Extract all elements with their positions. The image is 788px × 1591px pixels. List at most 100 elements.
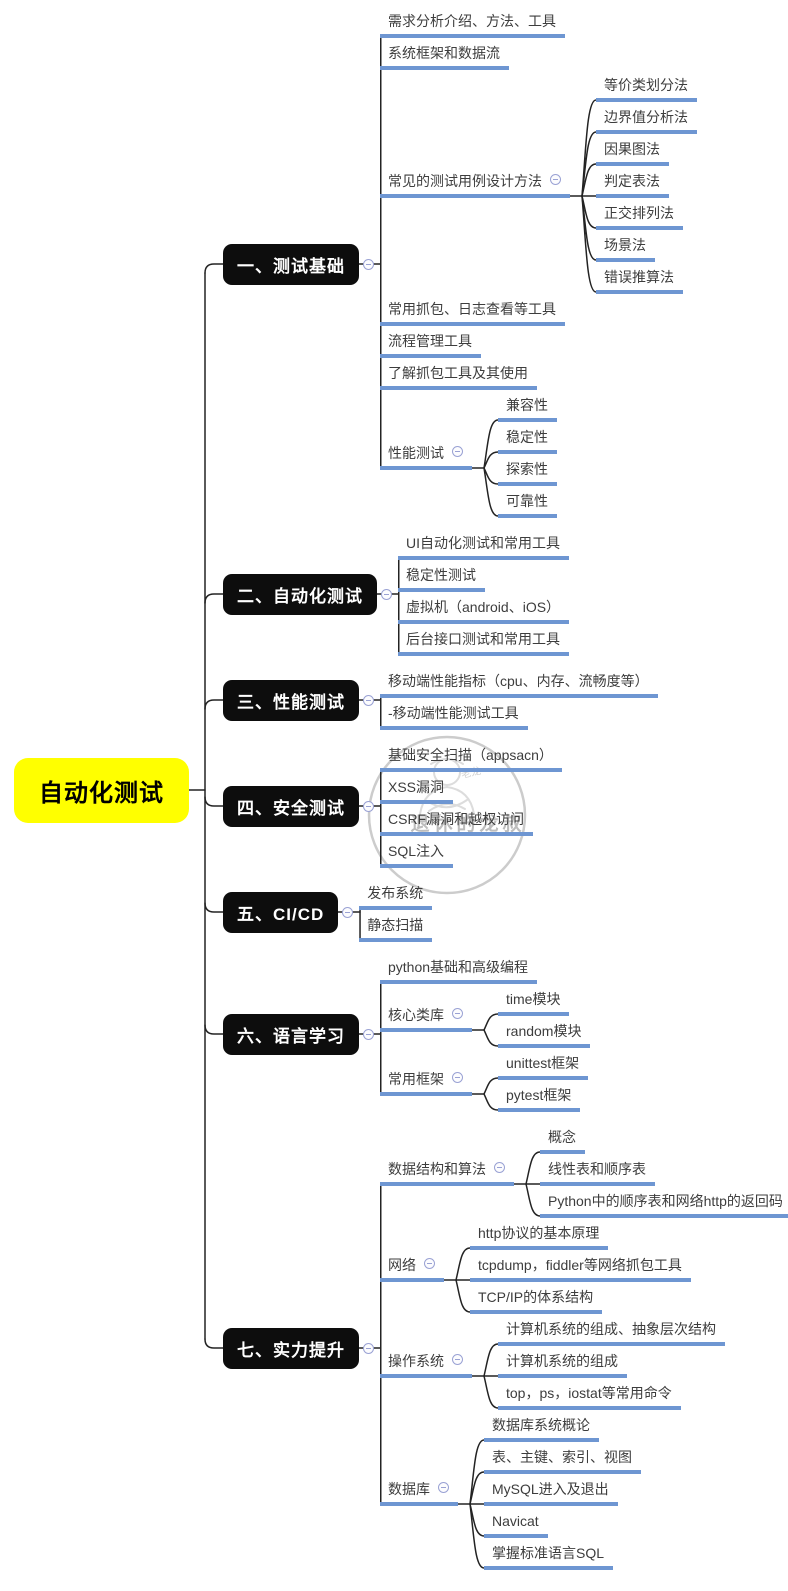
collapse-minus-icon[interactable]	[424, 1258, 435, 1269]
collapse-minus-icon[interactable]	[550, 174, 561, 185]
branch-node-5[interactable]: 五、CI/CD	[223, 891, 339, 933]
topic-node[interactable]: 静态扫描	[359, 914, 433, 942]
subtree-row: TCP/IP的体系结构	[470, 1286, 691, 1314]
topic-node[interactable]: 计算机系统的组成	[498, 1350, 627, 1378]
subtree-row: python基础和高级编程	[380, 956, 590, 984]
subtree-row: 边界值分析法	[596, 106, 697, 134]
topic-node[interactable]: 数据库系统概论	[484, 1414, 599, 1442]
topic-label: 可靠性	[506, 493, 548, 509]
branch-node-3[interactable]: 三、性能测试	[223, 679, 359, 721]
topic-node[interactable]: 可靠性	[498, 490, 557, 518]
topic-node[interactable]: pytest框架	[498, 1084, 581, 1112]
topic-node[interactable]: 计算机系统的组成、抽象层次结构	[498, 1318, 725, 1346]
topic-node[interactable]: 常用框架	[380, 1068, 472, 1096]
topic-node[interactable]: 稳定性测试	[398, 564, 485, 592]
collapse-minus-icon[interactable]	[363, 1342, 374, 1354]
topic-label: python基础和高级编程	[388, 959, 529, 975]
topic-node[interactable]: http协议的基本原理	[470, 1222, 609, 1250]
topic-node[interactable]: 虚拟机（android、iOS）	[398, 596, 570, 624]
subtree-row: 流程管理工具	[380, 330, 697, 358]
collapse-minus-icon[interactable]	[452, 1072, 463, 1083]
subtree-row: 数据结构和算法概念线性表和顺序表 Python中的顺序表和网络http的返回码	[380, 1126, 788, 1218]
topic-label: 等价类划分法	[604, 77, 688, 93]
topic-node[interactable]: CSRF漏洞和越权访问	[380, 808, 534, 836]
topic-label: Navicat	[492, 1513, 539, 1529]
topic-node[interactable]: 因果图法	[596, 138, 669, 166]
topic-node[interactable]: random模块	[498, 1020, 591, 1048]
collapse-minus-icon[interactable]	[363, 694, 374, 706]
topic-node[interactable]: 判定表法	[596, 170, 669, 198]
collapse-minus-icon[interactable]	[438, 1482, 449, 1493]
topic-node[interactable]: UI自动化测试和常用工具	[398, 532, 569, 560]
topic-node[interactable]: 常用抓包、日志查看等工具	[380, 298, 565, 326]
topic-node[interactable]: time模块	[498, 988, 570, 1016]
collapse-minus-icon[interactable]	[452, 446, 463, 457]
topic-label: TCP/IP的体系结构	[478, 1289, 594, 1305]
root-topic-node[interactable]: 自动化测试	[14, 757, 189, 823]
topic-node[interactable]: tcpdump，fiddler等网络抓包工具	[470, 1254, 691, 1282]
collapse-minus-icon[interactable]	[452, 1008, 463, 1019]
topic-node[interactable]: 系统框架和数据流	[380, 42, 509, 70]
topic-node[interactable]: 常见的测试用例设计方法	[380, 170, 570, 198]
topic-node[interactable]: 错误推算法	[596, 266, 683, 294]
topic-node[interactable]: XSS漏洞	[380, 776, 454, 804]
children-group: 发布系统静态扫描	[359, 882, 433, 942]
watermark-text: 退休的龙叔	[410, 812, 525, 835]
topic-node[interactable]: 基础安全扫描（appsacn）	[380, 744, 562, 772]
branch-node-2[interactable]: 二、自动化测试	[223, 573, 377, 615]
collapse-minus-icon[interactable]	[452, 1354, 463, 1365]
collapse-minus-icon[interactable]	[342, 906, 354, 918]
topic-label: http协议的基本原理	[478, 1225, 600, 1241]
subtree-row: 概念	[540, 1126, 788, 1154]
topic-node[interactable]: 兼容性	[498, 394, 557, 422]
branch-node-4[interactable]: 四、安全测试	[223, 785, 359, 827]
topic-node[interactable]: 性能测试	[380, 442, 472, 470]
topic-node[interactable]: 场景法	[596, 234, 655, 262]
collapse-minus-icon[interactable]	[363, 1028, 374, 1040]
topic-node[interactable]: 掌握标准语言SQL	[484, 1542, 614, 1570]
subtree-row: 移动端性能指标（cpu、内存、流畅度等）	[380, 670, 658, 698]
topic-node[interactable]: 需求分析介绍、方法、工具	[380, 10, 565, 38]
topic-node[interactable]: 概念	[540, 1126, 585, 1154]
topic-node[interactable]: 了解抓包工具及其使用	[380, 362, 537, 390]
topic-label: 稳定性	[506, 429, 548, 445]
branch-node-6[interactable]: 六、语言学习	[223, 1013, 359, 1055]
topic-node[interactable]: 后台接口测试和常用工具	[398, 628, 569, 656]
topic-node[interactable]: 探索性	[498, 458, 557, 486]
topic-node[interactable]: 操作系统	[380, 1350, 472, 1378]
collapse-minus-icon[interactable]	[494, 1162, 505, 1173]
topic-node[interactable]: 线性表和顺序表	[540, 1158, 655, 1186]
subtree-row: XSS漏洞	[380, 776, 562, 804]
topic-node[interactable]: Navicat	[484, 1510, 548, 1538]
branch-node-1[interactable]: 一、测试基础	[223, 243, 359, 285]
topic-node[interactable]: Python中的顺序表和网络http的返回码	[540, 1190, 788, 1218]
topic-node[interactable]: TCP/IP的体系结构	[470, 1286, 603, 1314]
topic-node[interactable]: 移动端性能指标（cpu、内存、流畅度等）	[380, 670, 658, 698]
branch-node-7[interactable]: 七、实力提升	[223, 1327, 359, 1369]
topic-node[interactable]: -移动端性能测试工具	[380, 702, 528, 730]
branch-label: 二、自动化测试	[237, 586, 363, 606]
topic-node[interactable]: MySQL进入及退出	[484, 1478, 618, 1506]
topic-node[interactable]: top，ps，iostat等常用命令	[498, 1382, 681, 1410]
topic-node[interactable]: 网络	[380, 1254, 444, 1282]
topic-node[interactable]: 正交排列法	[596, 202, 683, 230]
topic-node[interactable]: unittest框架	[498, 1052, 589, 1080]
topic-node[interactable]: 流程管理工具	[380, 330, 481, 358]
topic-node[interactable]: 核心类库	[380, 1004, 472, 1032]
subtree-row: -移动端性能测试工具	[380, 702, 658, 730]
topic-node[interactable]: python基础和高级编程	[380, 956, 538, 984]
topic-node[interactable]: SQL注入	[380, 840, 454, 868]
collapse-minus-icon[interactable]	[363, 258, 374, 270]
topic-node[interactable]: 边界值分析法	[596, 106, 697, 134]
topic-node[interactable]: 数据库	[380, 1478, 458, 1506]
subtree-row: unittest框架	[498, 1052, 589, 1080]
topic-node[interactable]: 发布系统	[359, 882, 433, 910]
collapse-minus-icon[interactable]	[381, 588, 392, 600]
topic-node[interactable]: 稳定性	[498, 426, 557, 454]
topic-node[interactable]: 等价类划分法	[596, 74, 697, 102]
branch-row: 七、实力提升 数据结构和算法概念线性表和顺序表 Python中的顺序表和网络http…	[223, 1126, 788, 1570]
collapse-minus-icon[interactable]	[363, 800, 374, 812]
topic-node[interactable]: 数据结构和算法	[380, 1158, 514, 1186]
topic-node[interactable]: 表、主键、索引、视图	[484, 1446, 641, 1474]
